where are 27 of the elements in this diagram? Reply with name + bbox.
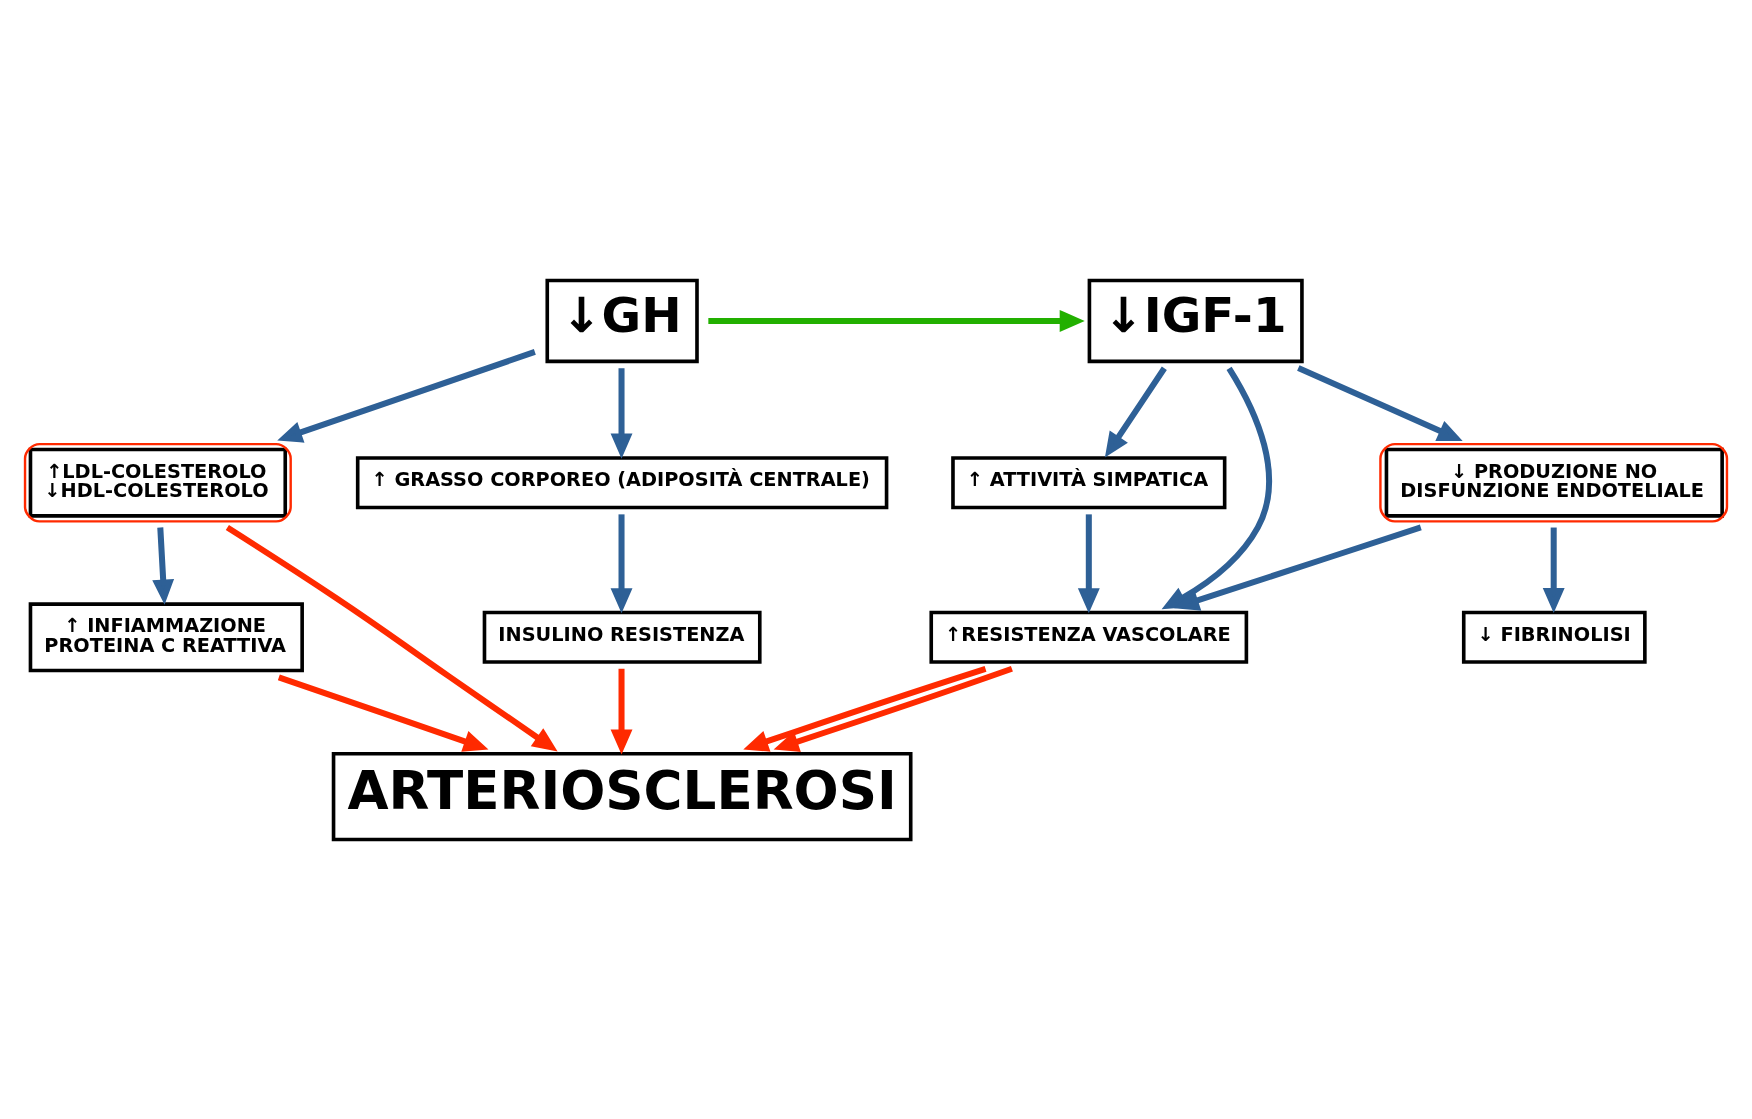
node-box: ↓ PRODUZIONE NO DISFUNZIONE ENDOTELIALE bbox=[1379, 442, 1729, 523]
arrow bbox=[1542, 527, 1565, 613]
arrow bbox=[610, 513, 633, 613]
node-box: ARTERIOSCLEROSI bbox=[331, 751, 913, 841]
node-box: ↑LDL-COLESTEROLO ↓HDL-COLESTEROLO bbox=[23, 442, 292, 523]
node-box: ↓IGF-1 bbox=[1087, 278, 1304, 363]
arrow bbox=[1104, 366, 1167, 457]
node-box: ↓ FIBRINOLISI bbox=[1461, 610, 1647, 664]
node-box: ↓GH bbox=[545, 278, 699, 363]
arrow bbox=[1174, 524, 1422, 611]
arrow bbox=[610, 367, 633, 459]
node-box: ↑ INFIAMMAZIONE PROTEINA C REATTIVA bbox=[28, 601, 304, 672]
arrow bbox=[743, 665, 987, 752]
arrow bbox=[225, 524, 558, 751]
arrow bbox=[1161, 366, 1272, 609]
node-box: ↑ ATTIVITÀ SIMPATICA bbox=[951, 455, 1227, 509]
arrow bbox=[610, 668, 633, 755]
node-box: ↑ GRASSO CORPOREO (ADIPOSITÀ CENTRALE) bbox=[355, 455, 889, 509]
arrow bbox=[773, 665, 1013, 752]
arrow bbox=[277, 673, 489, 752]
node-box: INSULINO RESISTENZA bbox=[482, 610, 762, 664]
arrow bbox=[708, 309, 1085, 332]
arrow bbox=[1297, 364, 1463, 441]
arrow bbox=[152, 526, 175, 605]
arrow bbox=[277, 348, 536, 443]
node-box: ↑RESISTENZA VASCOLARE bbox=[929, 610, 1249, 664]
arrow bbox=[1077, 513, 1100, 613]
